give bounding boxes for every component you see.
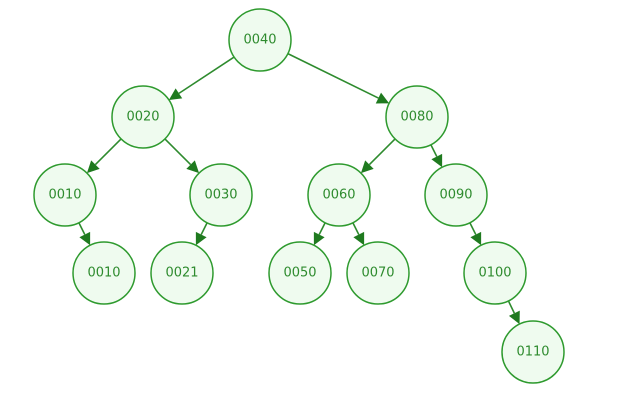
tree-edge-0020-to-0010a bbox=[86, 138, 122, 174]
node-circle bbox=[307, 163, 371, 227]
tree-node-0080[interactable]: 0080 bbox=[385, 85, 449, 149]
node-circle bbox=[424, 163, 488, 227]
arrow-head-icon bbox=[470, 231, 482, 246]
node-label: 0100 bbox=[478, 266, 511, 281]
tree-edge-0060-to-0070 bbox=[352, 222, 365, 246]
node-label: 0040 bbox=[243, 33, 276, 48]
node-label: 0010 bbox=[48, 188, 81, 203]
edge-line bbox=[507, 300, 516, 314]
node-circle bbox=[228, 8, 292, 72]
edges-layer bbox=[78, 52, 520, 325]
tree-node-0020[interactable]: 0020 bbox=[111, 85, 175, 149]
tree-edge-0010a-to-0010b bbox=[78, 222, 91, 246]
arrow-head-icon bbox=[195, 231, 207, 246]
tree-node-0010a[interactable]: 0010 bbox=[33, 163, 97, 227]
edge-line bbox=[78, 222, 86, 235]
edge-line bbox=[469, 222, 477, 235]
arrow-head-icon bbox=[360, 160, 374, 174]
arrow-head-icon bbox=[375, 92, 390, 104]
node-label: 0050 bbox=[283, 266, 316, 281]
node-circle bbox=[150, 241, 214, 305]
node-circle bbox=[33, 163, 97, 227]
tree-node-0030[interactable]: 0030 bbox=[189, 163, 253, 227]
tree-node-0070[interactable]: 0070 bbox=[346, 241, 410, 305]
arrow-head-icon bbox=[508, 310, 520, 325]
arrow-head-icon bbox=[186, 160, 200, 174]
node-circle bbox=[268, 241, 332, 305]
node-circle bbox=[385, 85, 449, 149]
tree-edge-0030-to-0021 bbox=[195, 222, 208, 246]
node-label: 0070 bbox=[361, 266, 394, 281]
node-label: 0080 bbox=[400, 110, 433, 125]
node-label: 0060 bbox=[322, 188, 355, 203]
edge-line bbox=[318, 222, 326, 235]
node-label: 0030 bbox=[204, 188, 237, 203]
edge-line bbox=[94, 138, 122, 166]
node-circle bbox=[463, 241, 527, 305]
tree-node-0040[interactable]: 0040 bbox=[228, 8, 292, 72]
edge-line bbox=[352, 222, 360, 235]
tree-node-0060[interactable]: 0060 bbox=[307, 163, 371, 227]
arrow-head-icon bbox=[86, 160, 100, 174]
tree-node-0010b[interactable]: 0010 bbox=[72, 241, 136, 305]
tree-edge-0040-to-0020 bbox=[168, 56, 235, 100]
node-circle bbox=[72, 241, 136, 305]
node-label: 0020 bbox=[126, 110, 159, 125]
tree-edge-0080-to-0090 bbox=[430, 144, 443, 168]
arrow-head-icon bbox=[79, 231, 91, 246]
edge-line bbox=[287, 52, 379, 99]
tree-node-0100[interactable]: 0100 bbox=[463, 241, 527, 305]
node-circle bbox=[346, 241, 410, 305]
edge-line bbox=[430, 144, 438, 157]
edge-line bbox=[368, 138, 396, 166]
nodes-layer: 0040 0020 0080 0010 0030 0060 0090 0010 0021 0050… bbox=[33, 8, 565, 384]
tree-node-0021[interactable]: 0021 bbox=[150, 241, 214, 305]
tree-edge-0080-to-0060 bbox=[360, 138, 396, 174]
edge-line bbox=[200, 222, 208, 235]
arrow-head-icon bbox=[168, 88, 183, 100]
node-label: 0021 bbox=[165, 266, 198, 281]
tree-edge-0040-to-0080 bbox=[287, 52, 390, 104]
tree-edge-0090-to-0100 bbox=[469, 222, 482, 246]
node-circle bbox=[111, 85, 175, 149]
edge-line bbox=[164, 138, 192, 166]
arrow-head-icon bbox=[353, 231, 365, 246]
edge-line bbox=[178, 56, 235, 95]
tree-edge-0100-to-0110 bbox=[507, 300, 520, 325]
tree-node-0110[interactable]: 0110 bbox=[501, 320, 565, 384]
tree-node-0090[interactable]: 0090 bbox=[424, 163, 488, 227]
node-label: 0010 bbox=[87, 266, 120, 281]
node-circle bbox=[501, 320, 565, 384]
tree-node-0050[interactable]: 0050 bbox=[268, 241, 332, 305]
node-label: 0110 bbox=[516, 345, 549, 360]
arrow-head-icon bbox=[431, 153, 443, 168]
arrow-head-icon bbox=[313, 231, 325, 246]
tree-edge-0060-to-0050 bbox=[313, 222, 326, 246]
tree-edge-0020-to-0030 bbox=[164, 138, 200, 174]
node-circle bbox=[189, 163, 253, 227]
node-label: 0090 bbox=[439, 188, 472, 203]
